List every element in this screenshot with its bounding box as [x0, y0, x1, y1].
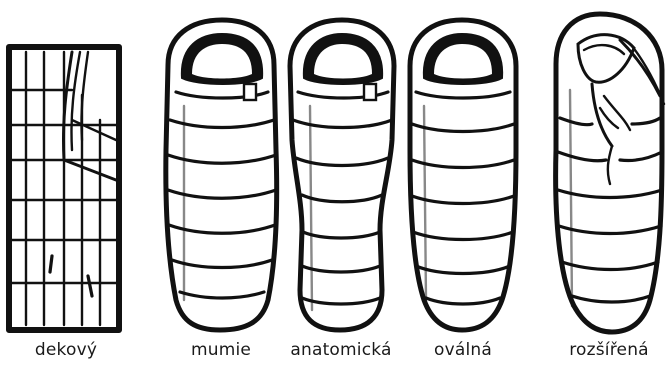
mummy-bag-illustration: [166, 20, 277, 330]
caption-anatomical: anatomická: [290, 340, 391, 360]
oval-bag-illustration: [410, 20, 516, 330]
caption-mummy: mumie: [191, 340, 251, 360]
blanket-bag-illustration: [9, 47, 119, 330]
caption-blanket: dekový: [35, 340, 97, 360]
caption-expanded: rozšířená: [569, 340, 649, 360]
caption-oval: oválná: [434, 340, 492, 360]
anatomical-bag-illustration: [290, 20, 394, 330]
expanded-bag-illustration: [556, 14, 664, 332]
